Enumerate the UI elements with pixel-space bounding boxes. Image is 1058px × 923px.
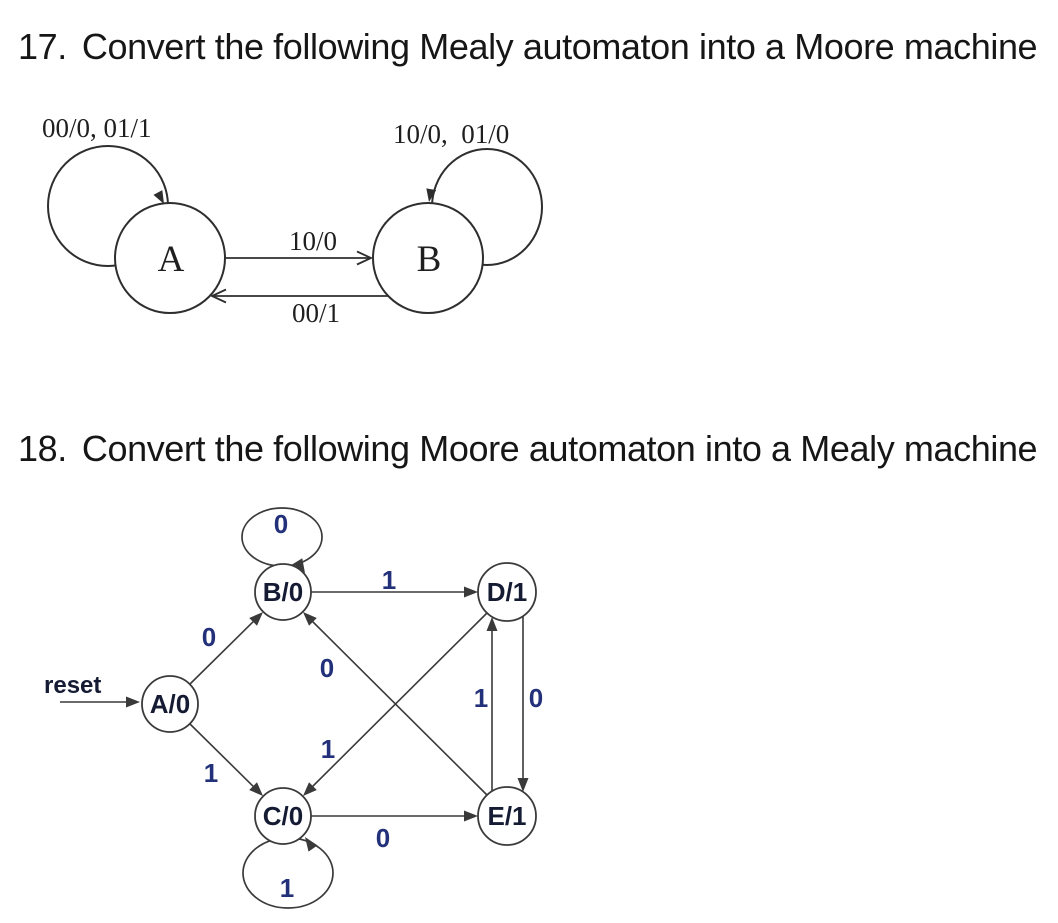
- moore-state-c-circle: [254, 787, 312, 845]
- moore-edge-d-to-e-arrowhead: [517, 778, 529, 792]
- moore-b-selfloop-label: 0: [274, 509, 288, 539]
- mealy-a-selfloop-label: 00/0, 01/1: [42, 113, 152, 143]
- moore-edge-a-to-b-arrowhead: [249, 612, 263, 626]
- question-17-text: Convert the following Mealy automaton in…: [81, 26, 1038, 67]
- moore-b-selfloop-arrowhead: [292, 558, 305, 573]
- mealy-a-selfloop-arrowhead: [153, 190, 164, 204]
- moore-edge-e-to-b-label: 0: [320, 653, 334, 683]
- mealy-b-selfloop-label: 10/0, 01/0: [393, 119, 509, 149]
- moore-reset-arrowhead: [126, 696, 140, 708]
- mealy-edge-a-to-b-arrowhead: [356, 250, 374, 266]
- question-18-text: Convert the following Moore automaton in…: [81, 428, 1038, 469]
- moore-edge-a-to-c-arrowhead: [249, 782, 263, 796]
- question-18-number: 18.: [18, 428, 67, 469]
- moore-state-e-circle: [477, 786, 537, 846]
- moore-edge-d-to-c-label: 1: [321, 734, 335, 764]
- mealy-edge-a-to-b-label: 10/0: [289, 226, 337, 256]
- moore-state-a-label: A/0: [150, 689, 190, 719]
- mealy-state-b-label: B: [417, 239, 442, 280]
- moore-diagram: reset 0 0 1 1 0 1 1 0 0 1 A/0 B/0 C/0 D/…: [44, 507, 543, 909]
- moore-edge-d-to-c-line: [305, 612, 488, 794]
- moore-state-a-circle: [141, 675, 199, 733]
- moore-edge-e-to-d-label: 1: [474, 683, 488, 713]
- moore-edge-e-to-b-line: [305, 614, 488, 796]
- moore-edge-e-to-d-arrowhead: [486, 617, 498, 631]
- moore-edge-a-to-b-label: 0: [202, 622, 216, 652]
- question-17-title: 17. Convert the following Mealy automato…: [18, 26, 1038, 68]
- moore-edge-d-to-e-label: 0: [529, 683, 543, 713]
- moore-edge-c-to-e-label: 0: [376, 823, 390, 853]
- moore-edge-a-to-c-line: [189, 723, 261, 794]
- question-17-number: 17.: [18, 26, 67, 67]
- moore-edge-d-to-c-arrowhead: [303, 782, 317, 796]
- mealy-edge-b-to-a-arrowhead: [209, 288, 227, 304]
- moore-state-d-circle: [477, 562, 537, 622]
- mealy-state-a-label: A: [158, 239, 185, 280]
- moore-state-d-label: D/1: [487, 577, 527, 607]
- moore-reset-label: reset: [44, 672, 101, 699]
- moore-edge-c-to-e-arrowhead: [464, 810, 478, 822]
- question-18-title: 18. Convert the following Moore automato…: [18, 428, 1038, 470]
- mealy-state-a-circle: [114, 202, 226, 314]
- moore-edge-b-to-d-label: 1: [382, 565, 396, 595]
- moore-edge-b-to-d-arrowhead: [464, 586, 478, 598]
- moore-state-c-label: C/0: [263, 801, 303, 831]
- moore-state-b-circle: [254, 563, 312, 621]
- mealy-edge-b-to-a-label: 00/1: [292, 298, 340, 328]
- moore-state-b-label: B/0: [263, 577, 303, 607]
- moore-edge-e-to-b-arrowhead: [303, 612, 317, 626]
- moore-state-e-label: E/1: [487, 801, 526, 831]
- mealy-b-selfloop-arrowhead: [426, 188, 437, 202]
- moore-edge-a-to-c-label: 1: [204, 758, 218, 788]
- moore-c-selfloop-label: 1: [280, 873, 294, 903]
- mealy-diagram: 00/0, 01/1 10/0, 01/0 10/0 00/1 A B: [42, 113, 543, 328]
- moore-c-selfloop-arrowhead: [305, 837, 318, 852]
- moore-edge-a-to-b-line: [189, 614, 261, 685]
